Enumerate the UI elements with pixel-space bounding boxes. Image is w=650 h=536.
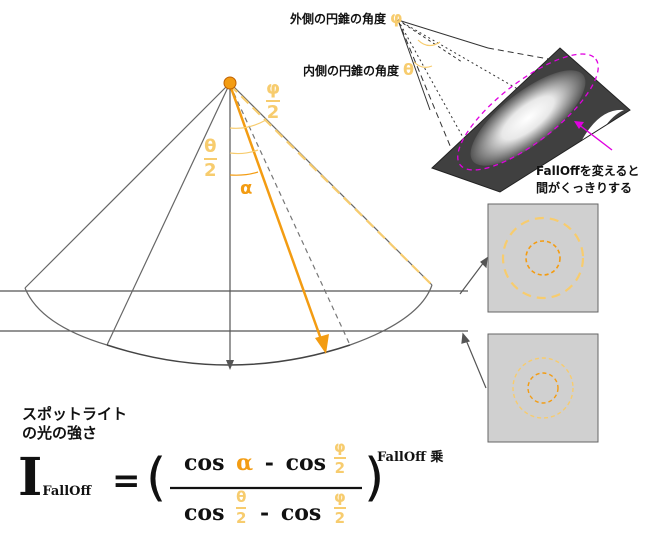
panel2-inner-ring bbox=[527, 372, 559, 404]
magenta-pointer-arrow bbox=[574, 121, 613, 151]
cone-edge-right bbox=[229, 82, 433, 286]
formula-close-paren: ) bbox=[364, 448, 385, 508]
cone-edge-inner-left bbox=[106, 82, 231, 346]
axis-arrow bbox=[226, 85, 234, 370]
phi-arc bbox=[229, 119, 267, 129]
panel-sharp-falloff bbox=[487, 203, 599, 313]
formula-equals: = bbox=[112, 461, 141, 501]
mini-theta-arc bbox=[413, 61, 433, 68]
panel-pointer-arrows bbox=[459, 256, 488, 389]
spotlight-title: スポットライト の光の強さ bbox=[22, 405, 128, 442]
panel2-outer-ring bbox=[512, 357, 574, 419]
cone-rim-left bbox=[24, 287, 108, 346]
formula-lhs: IFallOff bbox=[18, 447, 92, 508]
formula-denominator-cos1: cos bbox=[184, 500, 225, 526]
outer-falloff-ring bbox=[457, 53, 599, 171]
light-source bbox=[223, 76, 237, 90]
cone-rim-right bbox=[349, 284, 433, 346]
cone-edge-left bbox=[24, 82, 231, 289]
spotlight-cone bbox=[24, 82, 433, 366]
inner-cone-edge bbox=[229, 84, 351, 346]
theta-arc bbox=[229, 149, 259, 155]
falloff-note: FallOffを変えると 間がくっきりする bbox=[536, 164, 640, 195]
alpha-arc bbox=[229, 171, 259, 176]
formula-denominator-rest: - cos bbox=[260, 500, 322, 526]
outer-cone-edge bbox=[229, 84, 433, 286]
light-direction-arrow bbox=[228, 84, 329, 354]
lit-plane bbox=[431, 47, 631, 193]
formula-exponent: FallOff 乗 bbox=[377, 450, 444, 465]
panel-soft-falloff bbox=[487, 333, 599, 443]
formula-numerator: cos α - cos bbox=[184, 450, 327, 476]
alpha-label: α bbox=[240, 178, 253, 199]
panel1-outer-ring bbox=[501, 216, 585, 300]
mini-phi-arc bbox=[417, 39, 441, 47]
formula-open-paren: ( bbox=[146, 448, 167, 508]
panel1-inner-ring bbox=[525, 240, 561, 276]
